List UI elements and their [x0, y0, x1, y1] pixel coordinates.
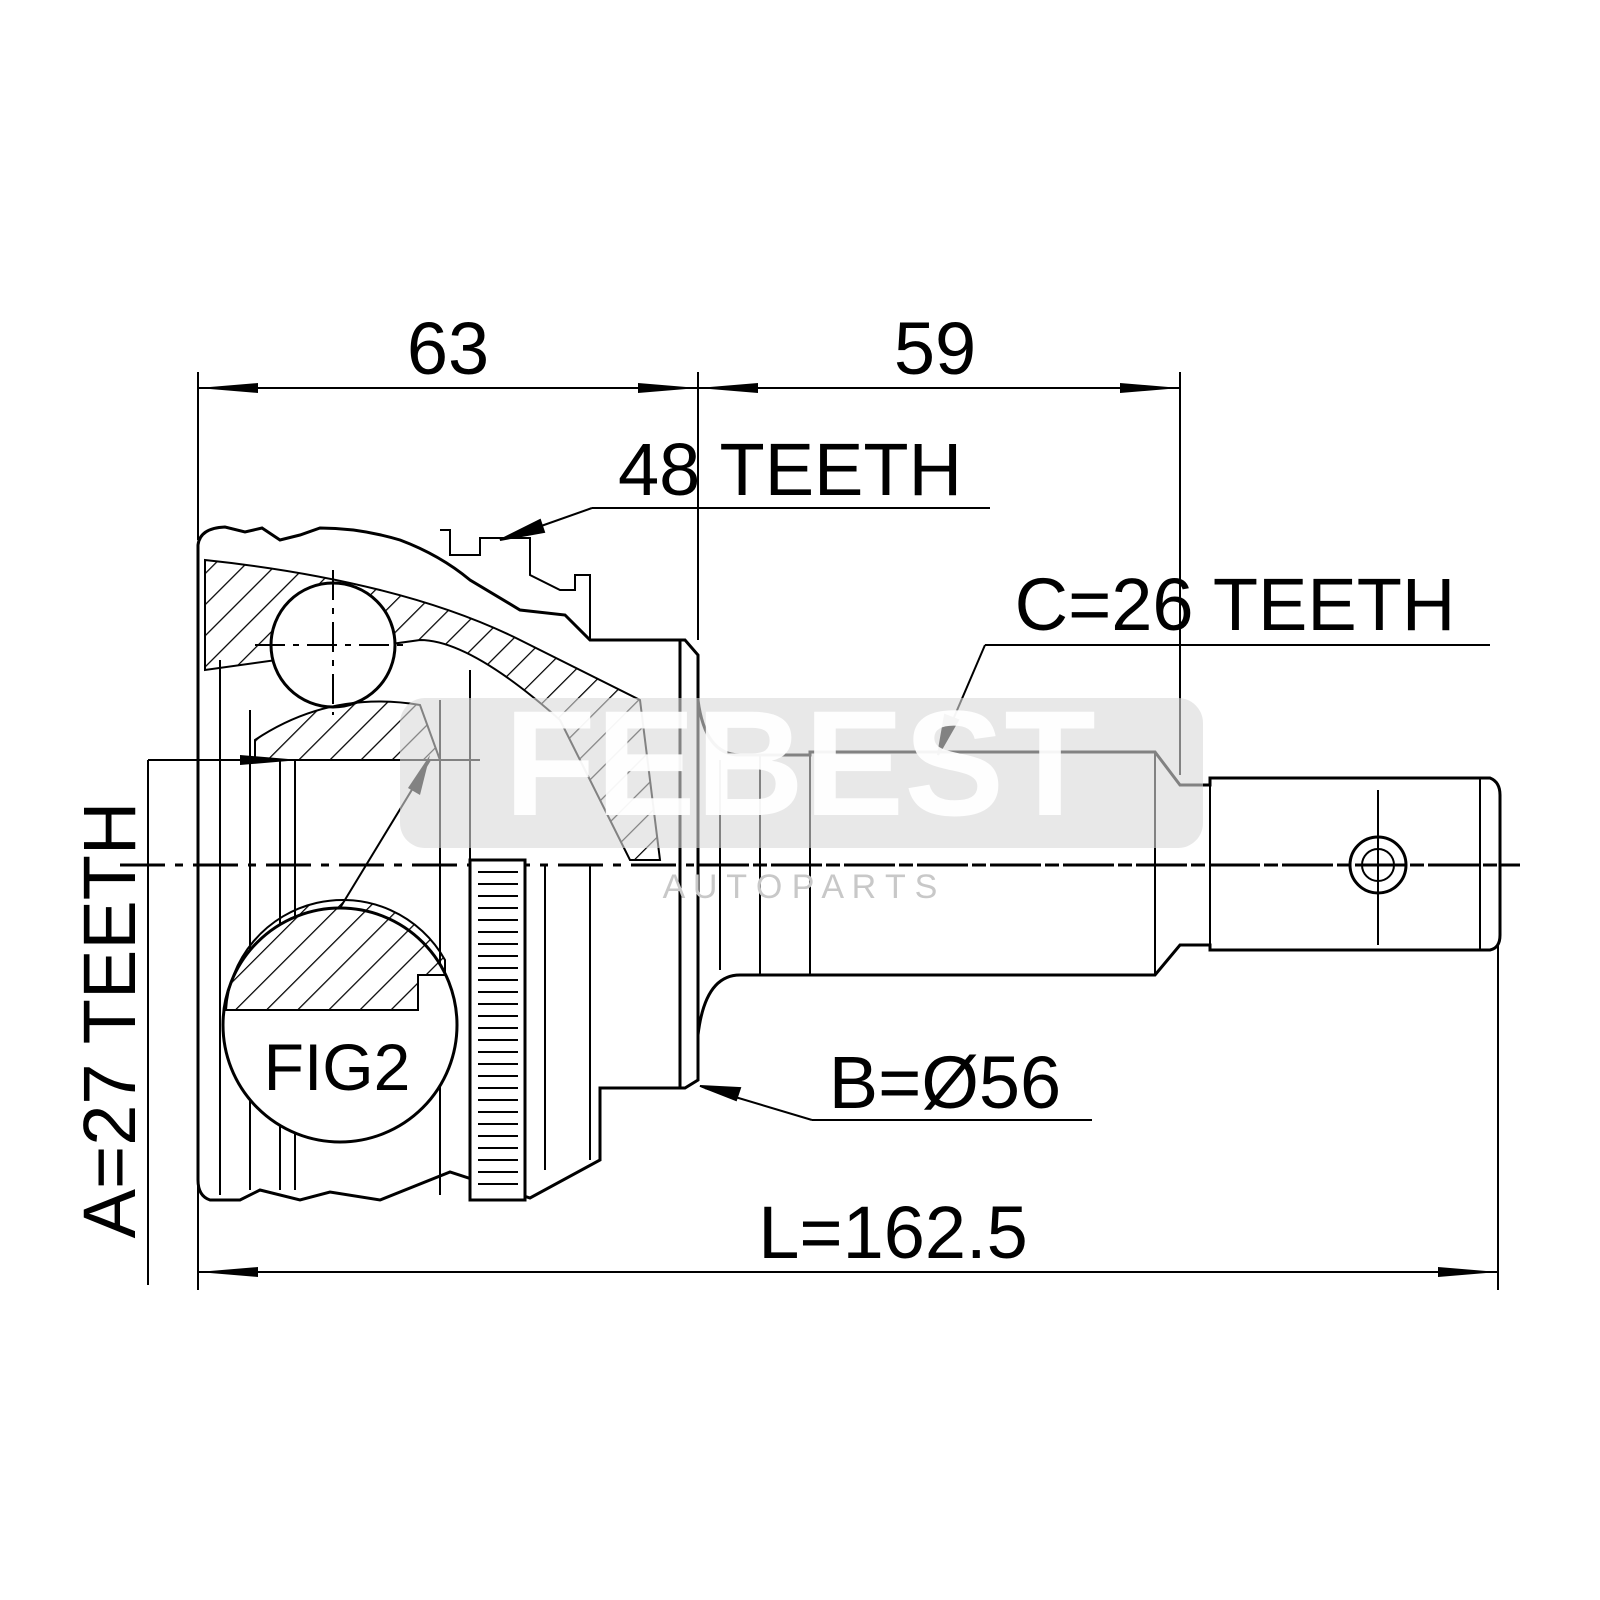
- watermark: FEBEST A U T O P A R T S: [400, 679, 1203, 906]
- watermark-band: [400, 698, 1203, 848]
- watermark-brand: FEBEST: [504, 679, 1096, 847]
- label-a-27-teeth: A=27 TEETH: [68, 802, 151, 1239]
- fig2-detail: [221, 755, 459, 1144]
- ball: [255, 570, 410, 715]
- label-c-26-teeth: C=26 TEETH: [1015, 563, 1456, 646]
- dimension-59: 59: [894, 307, 976, 390]
- watermark-subtitle: A U T O P A R T S: [663, 868, 938, 906]
- label-l-162-5: L=162.5: [758, 1191, 1028, 1274]
- threaded-end-hole: [1348, 790, 1408, 945]
- dimension-63: 63: [407, 307, 489, 390]
- label-48-teeth: 48 TEETH: [618, 428, 962, 511]
- label-b-56: B=Ø56: [829, 1041, 1061, 1124]
- label-fig2: FIG2: [264, 1030, 411, 1104]
- abs-ring: [468, 858, 527, 1202]
